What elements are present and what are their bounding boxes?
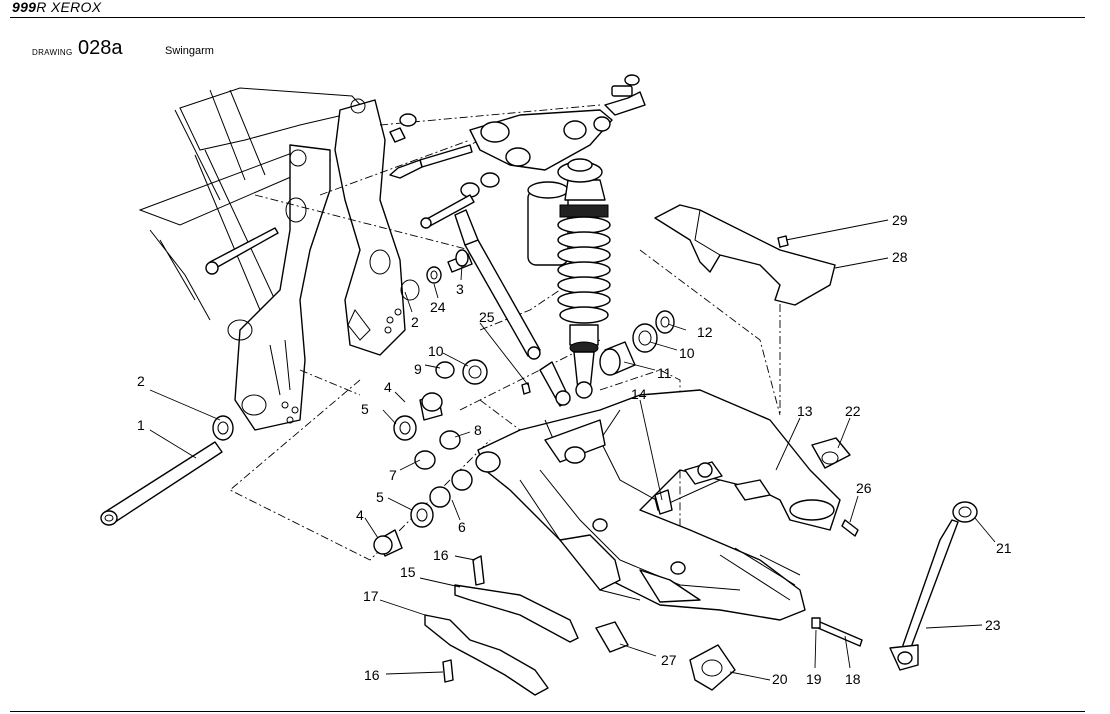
swingarm — [475, 389, 841, 621]
callout-17: 17 — [363, 588, 379, 604]
callout-14: 14 — [631, 386, 647, 402]
model-variant: R XEROX — [36, 0, 102, 15]
callout-26: 26 — [856, 480, 872, 496]
callout-3: 3 — [456, 281, 464, 297]
callout-22: 22 — [845, 403, 861, 419]
callout-9: 9 — [414, 361, 422, 377]
rocker-linkage — [389, 74, 646, 229]
callout-8: 8 — [474, 422, 482, 438]
callout-5a: 5 — [361, 401, 369, 417]
callout-16b: 16 — [364, 667, 380, 683]
header-title: 999R XEROX — [12, 0, 101, 15]
callout-4a: 4 — [384, 379, 392, 395]
shock-absorber — [527, 158, 611, 399]
callout-12: 12 — [697, 324, 713, 340]
callout-25: 25 — [479, 309, 495, 325]
shock-lower-bolt — [654, 489, 673, 515]
callout-24: 24 — [430, 299, 446, 315]
leader-lines — [149, 219, 996, 681]
callout-29: 29 — [892, 212, 908, 228]
chain-adjuster-bolts — [811, 519, 863, 647]
tie-rod — [454, 209, 571, 407]
callout-5b: 5 — [376, 489, 384, 505]
callout-19: 19 — [806, 671, 822, 687]
shock-spring — [557, 216, 611, 324]
callout-27: 27 — [661, 652, 677, 668]
drawing-number: 028a — [78, 37, 123, 59]
shock-bushes — [599, 310, 675, 376]
callout-16a: 16 — [433, 547, 449, 563]
callout-15: 15 — [400, 564, 416, 580]
callout-21: 21 — [996, 540, 1012, 556]
callout-2a: 2 — [137, 373, 145, 389]
rubber-pads — [595, 437, 851, 691]
callout-11: 11 — [657, 365, 672, 381]
chain-slider — [424, 555, 579, 696]
callout-10b: 10 — [679, 345, 695, 361]
callout-10a: 10 — [428, 343, 444, 359]
callout-numbers: 1 2 2 3 24 25 10 9 4 5 8 7 5 6 4 12 10 1… — [137, 212, 1012, 687]
frame-drawing — [138, 87, 420, 431]
pivot-bushes — [373, 359, 488, 557]
callout-28: 28 — [892, 249, 908, 265]
drawing-label: DRAWING — [32, 48, 73, 57]
callout-1: 1 — [137, 417, 145, 433]
callout-20: 20 — [772, 671, 788, 687]
drawing-title: Swingarm — [165, 45, 214, 57]
rear-axle — [889, 501, 978, 671]
upper-pivot-bolt — [205, 227, 279, 275]
callout-23: 23 — [985, 617, 1001, 633]
pivot-shaft — [100, 415, 234, 526]
ride-height-adjuster — [426, 249, 473, 284]
footer-rule — [10, 711, 1085, 712]
callout-2b: 2 — [411, 314, 419, 330]
callout-7: 7 — [389, 467, 397, 483]
header-rule — [10, 17, 1085, 18]
model-name: 999 — [12, 0, 37, 15]
callout-18: 18 — [845, 671, 861, 687]
callout-4b: 4 — [356, 507, 364, 523]
chain-guard — [654, 204, 836, 306]
callout-6: 6 — [458, 519, 466, 535]
callout-13: 13 — [797, 403, 813, 419]
